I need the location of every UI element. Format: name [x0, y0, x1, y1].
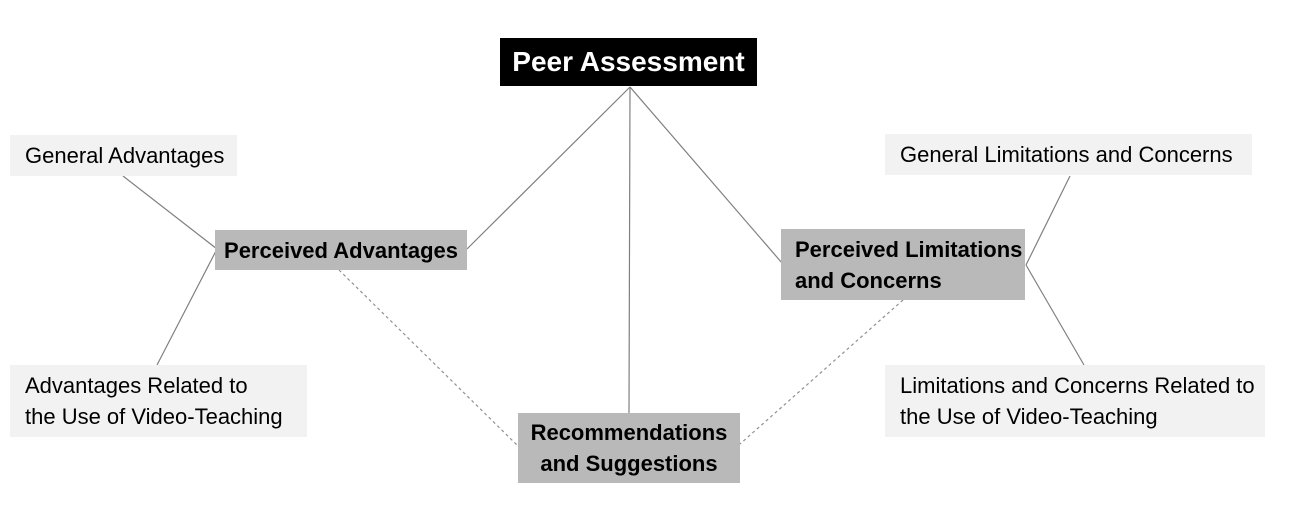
node-general-limitations: General Limitations and Concerns	[885, 134, 1252, 175]
node-advantages-video-teaching: Advantages Related to the Use of Video-T…	[10, 365, 307, 437]
node-label-line-1: Advantages Related to	[25, 373, 248, 398]
node-peer-assessment: Peer Assessment	[500, 38, 757, 86]
edge-perceived-limitations-to-limitations-video	[1025, 264, 1085, 366]
node-label-line-1: Limitations and Concerns Related to	[900, 373, 1255, 398]
edge-peer-to-recommendations	[628, 86, 631, 414]
edge-perceived-limitations-to-recommendations-dashed	[739, 299, 904, 445]
node-perceived-advantages: Perceived Advantages	[215, 230, 467, 270]
node-perceived-limitations: Perceived Limitations and Concerns	[781, 229, 1025, 300]
edge-general-limitations-to-perceived-limitations	[1025, 175, 1071, 266]
node-label-line-1: Perceived Limitations	[795, 236, 1023, 262]
edge-perceived-advantages-to-advantages-video	[156, 248, 218, 366]
node-limitations-video-teaching: Limitations and Concerns Related to the …	[885, 365, 1265, 437]
node-label-line-2: and Suggestions	[540, 451, 718, 476]
node-label: General Limitations and Concerns	[900, 142, 1233, 167]
node-label: Perceived Advantages	[224, 237, 458, 263]
node-label: Peer Assessment	[512, 46, 745, 77]
node-label: General Advantages	[25, 143, 225, 168]
node-general-advantages: General Advantages	[10, 135, 237, 176]
node-recommendations: Recommendations and Suggestions	[518, 413, 740, 483]
edge-perceived-advantages-to-recommendations-dashed	[338, 269, 519, 447]
node-label-line-1: Recommendations	[530, 420, 728, 445]
node-label-line-2: the Use of Video-Teaching	[900, 404, 1158, 429]
node-label-line-2: the Use of Video-Teaching	[25, 404, 283, 429]
node-label-line-2: and Concerns	[795, 267, 942, 293]
edge-peer-to-perceived-limitations	[629, 86, 783, 264]
edge-peer-to-perceived-advantages	[466, 86, 631, 250]
edge-general-advantages-to-perceived-advantages	[122, 175, 218, 250]
